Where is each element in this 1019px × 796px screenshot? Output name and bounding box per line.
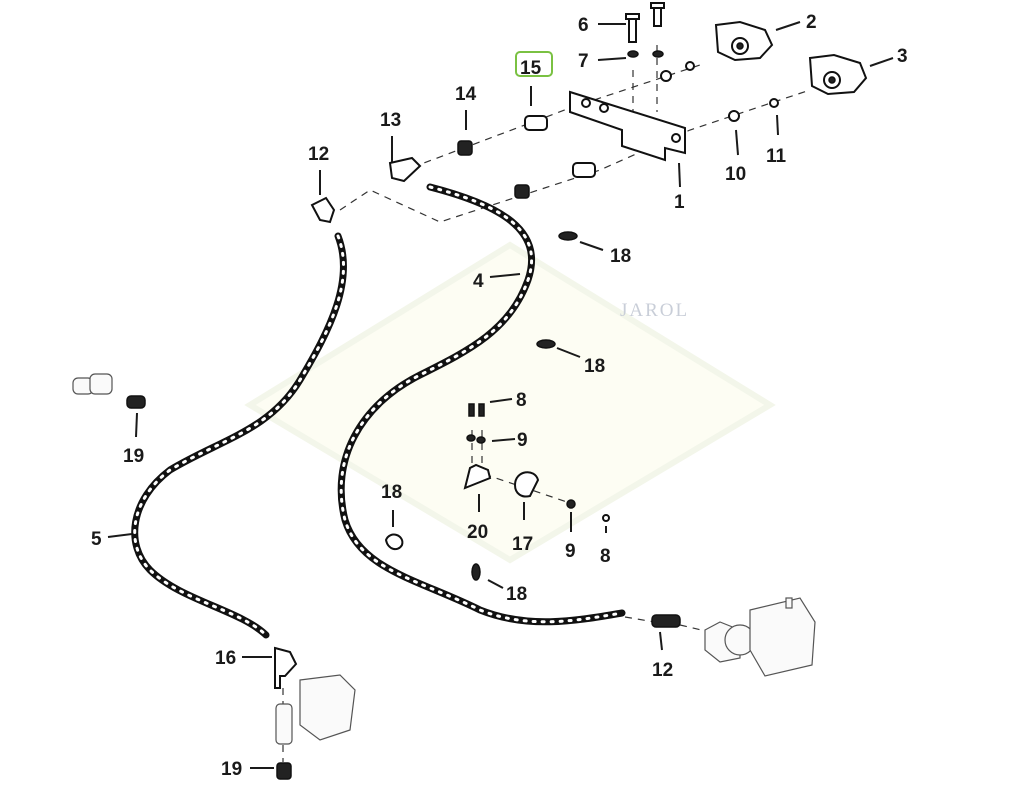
valve-part-2 bbox=[714, 20, 774, 62]
fitting-part-15 bbox=[524, 115, 596, 178]
callout-13[interactable]: 13 bbox=[380, 110, 401, 131]
callout-6[interactable]: 6 bbox=[578, 15, 589, 36]
callout-19-lower[interactable]: 19 bbox=[221, 759, 242, 780]
callout-10[interactable]: 10 bbox=[725, 164, 746, 185]
callout-19-upper[interactable]: 19 bbox=[123, 446, 144, 467]
plug-part-18 bbox=[384, 231, 578, 581]
callout-12-upper[interactable]: 12 bbox=[308, 144, 329, 165]
highlight-box-15 bbox=[515, 51, 553, 77]
leader-lines bbox=[107, 21, 894, 769]
callout-11[interactable]: 11 bbox=[766, 146, 787, 167]
callout-18-a[interactable]: 18 bbox=[610, 246, 631, 267]
fitting-part-14 bbox=[457, 140, 530, 199]
callout-9-lower[interactable]: 9 bbox=[565, 541, 576, 562]
bolts-part-6 bbox=[625, 2, 665, 43]
callout-8-lower[interactable]: 8 bbox=[600, 546, 611, 567]
bracket-part-1 bbox=[569, 90, 686, 162]
elbow-fitting-part-16 bbox=[274, 646, 298, 689]
pump-right bbox=[704, 597, 816, 677]
valve-part-3 bbox=[808, 53, 868, 96]
bracket-part-20 bbox=[463, 463, 492, 490]
connector-part-12 bbox=[651, 614, 681, 628]
callout-2[interactable]: 2 bbox=[806, 12, 817, 33]
callout-5[interactable]: 5 bbox=[91, 529, 102, 550]
elbow-fitting-part-12 bbox=[310, 196, 336, 224]
watermark bbox=[244, 241, 776, 564]
callout-17[interactable]: 17 bbox=[512, 534, 533, 555]
callout-labels: 1 2 3 4 5 6 7 8 8 9 9 10 11 12 12 13 14 … bbox=[91, 12, 908, 780]
clip-part-17 bbox=[513, 471, 540, 498]
callout-3[interactable]: 3 bbox=[897, 46, 908, 67]
callout-12-lower[interactable]: 12 bbox=[652, 660, 673, 681]
callout-18-b[interactable]: 18 bbox=[584, 356, 605, 377]
callout-15[interactable]: 15 bbox=[520, 58, 542, 79]
callout-20[interactable]: 20 bbox=[467, 522, 488, 543]
bolts-part-8 bbox=[468, 403, 610, 522]
callout-18-d[interactable]: 18 bbox=[506, 584, 527, 605]
hose-5 bbox=[131, 232, 348, 639]
cap-part-19 bbox=[126, 395, 292, 780]
callout-4[interactable]: 4 bbox=[473, 271, 484, 292]
callout-14[interactable]: 14 bbox=[455, 84, 477, 105]
tee-fitting bbox=[72, 373, 113, 395]
pump-left bbox=[275, 674, 356, 745]
callout-7[interactable]: 7 bbox=[578, 51, 589, 72]
callout-8-upper[interactable]: 8 bbox=[516, 390, 527, 411]
hose-4 bbox=[337, 183, 626, 626]
washers-part-10-11 bbox=[728, 98, 779, 122]
callout-16[interactable]: 16 bbox=[215, 648, 236, 669]
fitting-part-13 bbox=[388, 156, 422, 183]
callout-1[interactable]: 1 bbox=[674, 192, 685, 213]
callout-9-upper[interactable]: 9 bbox=[517, 430, 528, 451]
callout-18-c[interactable]: 18 bbox=[381, 482, 402, 503]
washers-part-7 bbox=[627, 50, 695, 82]
washers-part-9 bbox=[466, 434, 576, 509]
